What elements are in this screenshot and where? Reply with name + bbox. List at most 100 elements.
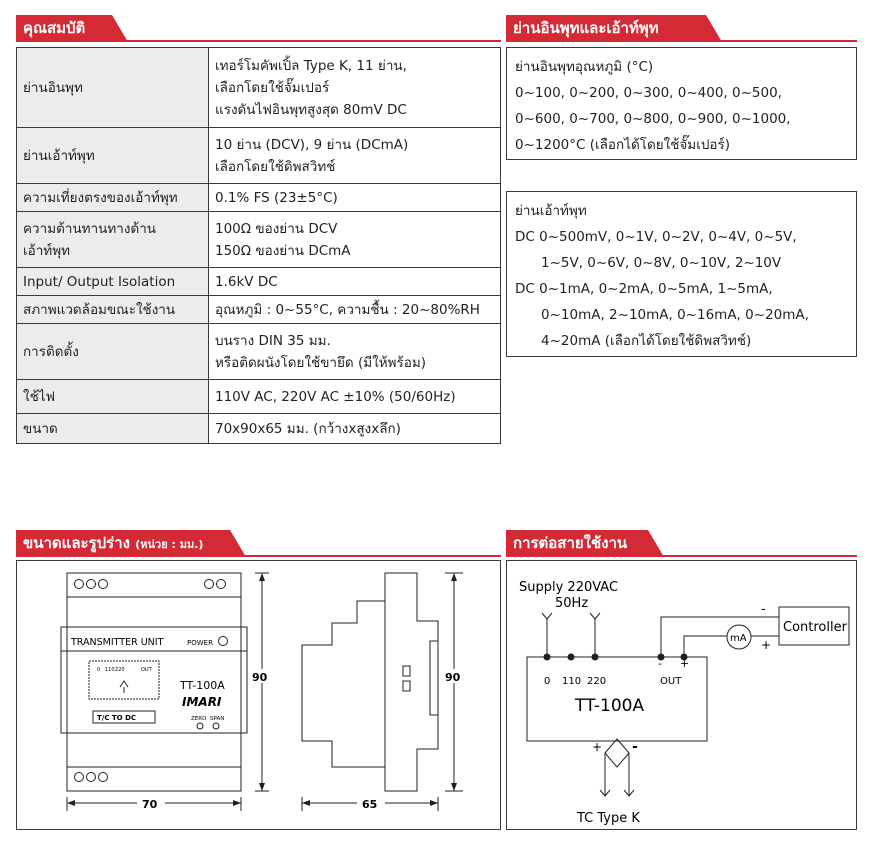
output-dcma-line: 4~20mA (เลือกได้โดยใช้ดิพสวิทช์) — [541, 333, 752, 349]
span-label: SPAN — [210, 716, 224, 722]
span-knob — [212, 722, 220, 730]
spec-label-cell: สภาพแวดล้อมขณะใช้งาน — [16, 295, 209, 324]
terminal-screws-bottom — [74, 772, 108, 782]
spec-value-cell: 70x90x65 มม. (กว้างxสูงxลึก) — [208, 413, 501, 444]
spec-value: เลือกโดยใช้จั๊มเปอร์ — [215, 79, 330, 96]
range-section-rule — [506, 40, 857, 42]
transmitter-unit-label: TRANSMITTER UNIT — [70, 637, 164, 648]
controller-label: Controller — [783, 620, 848, 635]
dimension-section-header: ขนาดและรูปร่าง (หน่วย : มม.) — [16, 527, 501, 557]
spec-row: ขนาด 70x90x65 มม. (กว้างxสูงxลึก) — [16, 413, 501, 444]
dimension-drawing-panel: TRANSMITTER UNIT POWER 0 110 220 OUT T/C… — [16, 560, 501, 830]
spec-label: ขนาด — [23, 420, 58, 437]
spec-value: 10 ย่าน (DCV), 9 ย่าน (DCmA) — [215, 136, 409, 153]
mini-term-label: OUT — [141, 667, 153, 673]
spec-value-cell: 10 ย่าน (DCV), 9 ย่าน (DCmA) เลือกโดยใช้ด… — [208, 127, 501, 184]
spec-value: บนราง DIN 35 มม. — [215, 332, 331, 349]
spec-section-title: คุณสมบัติ — [23, 19, 86, 37]
spec-label: เอ้าท์พุท — [23, 242, 70, 259]
spec-label-cell: ย่านเอ้าท์พุท — [16, 127, 209, 184]
terminal-label: 0 — [544, 676, 550, 687]
spec-label-cell: ใช้ไฟ — [16, 379, 209, 414]
spec-section-rule — [16, 40, 501, 42]
milliammeter — [726, 624, 752, 650]
tt100a-box — [526, 656, 708, 742]
spec-value: อุณหภูมิ : 0~55°C, ความชื้น : 20~80%RH — [215, 301, 480, 318]
mini-wiring-box — [88, 660, 160, 700]
spec-label: Input/ Output Isolation — [23, 273, 176, 290]
spec-value: 70x90x65 มม. (กว้างxสูงxลึก) — [215, 420, 401, 437]
controller-plus-sign: + — [761, 638, 771, 652]
output-dcma-line: DC 0~1mA, 0~2mA, 0~5mA, 1~5mA, — [515, 281, 773, 297]
side-view-body — [301, 572, 439, 792]
tc-junction — [604, 738, 630, 768]
depth-dimension-label: 65 — [362, 798, 377, 811]
spec-section-header: คุณสมบัติ — [16, 12, 501, 42]
spec-row: Input/ Output Isolation 1.6kV DC — [16, 267, 501, 296]
input-range-line: 0~600, 0~700, 0~800, 0~900, 0~1000, — [515, 111, 791, 127]
spec-row: การติดตั้งบนราง DIN 35 มม.หรือติดผนังโดย… — [16, 323, 501, 380]
din-clip — [429, 640, 439, 716]
spec-label: ย่านอินพุท — [23, 79, 83, 96]
spec-value: เทอร์โมคัพเปิ้ล Type K, 11 ย่าน, — [215, 57, 407, 74]
terminal-label: 110 — [562, 676, 581, 687]
dimension-section-title-tab: ขนาดและรูปร่าง (หน่วย : มม.) — [16, 530, 246, 557]
power-label: POWER — [187, 639, 213, 647]
zero-label: ZERO — [191, 716, 207, 722]
spec-value: 100Ω ของย่าน DCV — [215, 220, 338, 237]
wiring-section-title: การต่อสายใช้งาน — [513, 534, 628, 552]
mini-term-label: 220 — [115, 667, 125, 673]
range-section-title: ย่านอินพุทและเอ้าท์พุท — [513, 19, 659, 37]
tc-minus-sign: - — [632, 739, 638, 755]
spec-value: 1.6kV DC — [215, 273, 278, 290]
terminal-screws-top — [74, 579, 226, 589]
ma-meter-label: mA — [730, 633, 747, 644]
spec-label-cell: ขนาด — [16, 413, 209, 444]
spec-value: แรงดันไฟอินพุทสูงสุด 80mV DC — [215, 101, 407, 118]
spec-table: ย่านอินพุท เทอร์โมคัพเปิ้ล Type K, 11 ย่า… — [16, 47, 501, 444]
spec-row: ใช้ไฟ 110V AC, 220V AC ±10% (50/60Hz) — [16, 379, 501, 414]
spec-label-cell: ความต้านทานทางด้านเอ้าท์พุท — [16, 211, 209, 268]
side-height-dimension-label: 90 — [445, 671, 461, 684]
tab-slant — [648, 530, 664, 557]
spec-row: ย่านอินพุท เทอร์โมคัพเปิ้ล Type K, 11 ย่า… — [16, 47, 501, 128]
input-range-heading: ย่านอินพุทอุณหภูมิ (°C) — [515, 59, 654, 75]
spec-label-cell: ย่านอินพุท — [16, 47, 209, 128]
output-range-heading: ย่านเอ้าท์พุท — [515, 203, 587, 219]
spec-label: ความเที่ยงตรงของเอ้าท์พุท — [23, 189, 178, 206]
side-slot — [402, 665, 411, 677]
spec-value: เลือกโดยใช้ดิพสวิทช์ — [215, 158, 336, 175]
width-dimension-label: 70 — [142, 798, 158, 811]
front-view-label-panel — [60, 626, 248, 734]
spec-value-cell: อุณหภูมิ : 0~55°C, ความชื้น : 20~80%RH — [208, 295, 501, 324]
spec-label: สภาพแวดล้อมขณะใช้งาน — [23, 301, 176, 318]
spec-label: ความต้านทานทางด้าน — [23, 220, 157, 237]
spec-value-cell: 0.1% FS (23±5°C) — [208, 183, 501, 212]
spec-value-cell: บนราง DIN 35 มม.หรือติดผนังโดยใช้ขายึด (… — [208, 323, 501, 380]
height-dimension-label: 90 — [252, 671, 268, 684]
wiring-section-title-tab: การต่อสายใช้งาน — [506, 530, 664, 557]
dimension-section-rule — [16, 555, 501, 557]
front-view-body — [66, 572, 242, 792]
spec-value-cell: 1.6kV DC — [208, 267, 501, 296]
dimension-drawing: TRANSMITTER UNIT POWER 0 110 220 OUT T/C… — [60, 572, 467, 811]
spec-label: ใช้ไฟ — [23, 388, 56, 405]
output-dcv-line: DC 0~500mV, 0~1V, 0~2V, 0~4V, 0~5V, — [515, 229, 797, 245]
spec-label-cell: Input/ Output Isolation — [16, 267, 209, 296]
out-plus-sign: + — [680, 657, 689, 670]
tc-to-dc-label: T/C TO DC — [97, 714, 136, 722]
spec-section-title-tab: คุณสมบัติ — [16, 15, 128, 42]
terminal-label: OUT — [660, 676, 682, 687]
spec-value-cell: 110V AC, 220V AC ±10% (50/60Hz) — [208, 379, 501, 414]
wiring-model-label: TT-100A — [574, 696, 644, 716]
out-minus-sign: - — [658, 657, 662, 670]
wiring-section-header: การต่อสายใช้งาน — [506, 527, 857, 557]
mini-term-label: 110 — [105, 667, 115, 673]
mini-term-label: 0 — [97, 667, 100, 673]
input-range-line: 0~1200°C (เลือกได้โดยใช้จั๊มเปอร์) — [515, 137, 731, 153]
spec-label-cell: ความเที่ยงตรงของเอ้าท์พุท — [16, 183, 209, 212]
controller-box — [778, 606, 850, 646]
wiring-diagram-panel: Supply 220VAC 50Hz 0 110 220 OUT - + TT-… — [506, 560, 857, 830]
